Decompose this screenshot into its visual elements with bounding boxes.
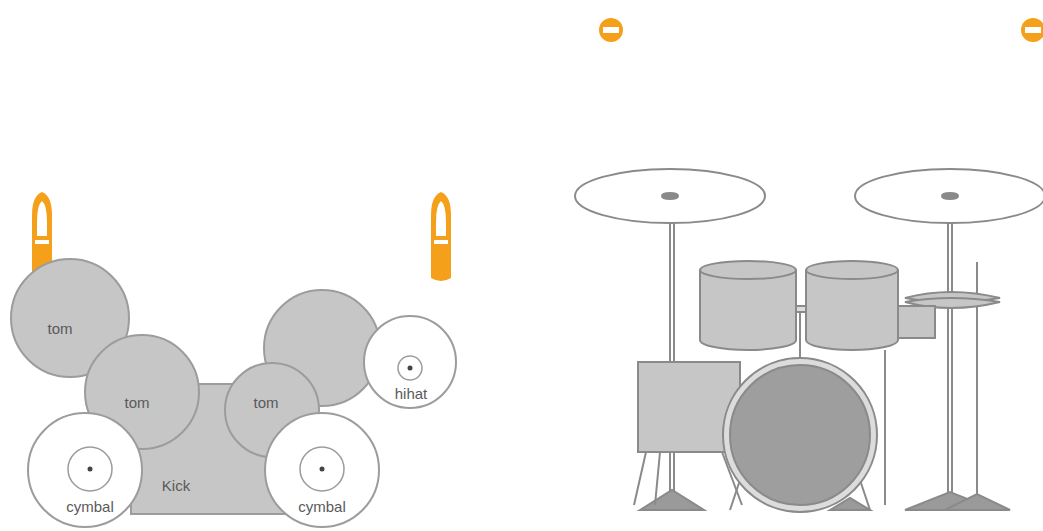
node-label: tom [253,395,278,410]
minus-marker [599,18,623,42]
microphone-icon [431,192,451,281]
node-label: tom [47,321,72,336]
node-label: tom [124,395,149,410]
drum-circle: cymbal [264,412,380,528]
front-view-kit [575,169,1043,512]
node-label: Kick [162,478,190,493]
drum-circle: cymbal [27,412,143,528]
node-label: cymbal [298,499,346,514]
minus-marker [1021,18,1043,42]
node-label: cymbal [66,499,114,514]
node-label: hihat [395,386,428,401]
drum-circle: hihat [363,315,457,409]
